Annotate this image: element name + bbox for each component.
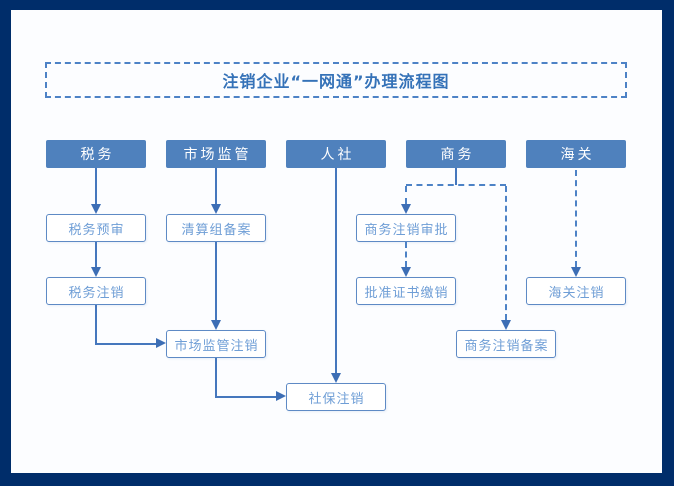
header-market-regulation: 市场监管: [166, 140, 266, 168]
arrowhead-down-icon: [91, 267, 101, 277]
connector-liquidation-to-market-cancel: [215, 242, 217, 320]
arrowhead-down-icon: [401, 204, 411, 214]
header-commerce: 商务: [406, 140, 506, 168]
arrowhead-down-icon: [571, 267, 581, 277]
node-tax-cancellation: 税务注销: [46, 277, 146, 305]
connector-human-social-to-social-cancel: [335, 168, 337, 373]
chart-title-box: 注销企业“一网通”办理流程图: [45, 62, 627, 98]
arrowhead-right-icon: [156, 338, 166, 348]
connector-split-to-commerce-filing: [505, 186, 507, 320]
header-tax: 税务: [46, 140, 146, 168]
node-commerce-cancellation-filing: 商务注销备案: [456, 330, 556, 358]
connector-approval-to-certificate: [405, 242, 407, 267]
connector-pre-review-to-tax-cancel: [95, 242, 97, 267]
connector-customs-to-customs-cancel: [575, 170, 577, 267]
arrowhead-down-icon: [401, 267, 411, 277]
connector-commerce-stub: [455, 168, 457, 185]
header-customs: 海关: [526, 140, 626, 168]
arrowhead-down-icon: [331, 373, 341, 383]
arrowhead-right-icon: [276, 391, 286, 401]
node-certificate-surrender: 批准证书缴销: [356, 277, 456, 305]
node-customs-cancellation: 海关注销: [526, 277, 626, 305]
connector-market-to-liquidation: [215, 168, 217, 204]
connector-market-cancel-elbow-v: [215, 358, 217, 398]
arrowhead-down-icon: [211, 320, 221, 330]
arrowhead-down-icon: [501, 320, 511, 330]
node-social-security-cancellation: 社保注销: [286, 383, 386, 411]
node-tax-pre-review: 税务预审: [46, 214, 146, 242]
connector-tax-cancel-elbow-h: [96, 343, 156, 345]
node-commerce-cancellation-approval: 商务注销审批: [356, 214, 456, 242]
node-liquidation-group-filing: 清算组备案: [166, 214, 266, 242]
arrowhead-down-icon: [91, 204, 101, 214]
arrowhead-down-icon: [211, 204, 221, 214]
connector-market-cancel-elbow-h: [216, 396, 276, 398]
connector-tax-to-pre-review: [95, 168, 97, 204]
chart-title: 注销企业“一网通”办理流程图: [222, 72, 450, 91]
header-human-social: 人社: [286, 140, 386, 168]
connector-split-to-commerce-approval: [405, 186, 407, 204]
connector-commerce-split-h: [406, 184, 506, 186]
node-market-regulation-cancellation: 市场监管注销: [166, 330, 266, 358]
connector-tax-cancel-elbow-v: [95, 305, 97, 345]
